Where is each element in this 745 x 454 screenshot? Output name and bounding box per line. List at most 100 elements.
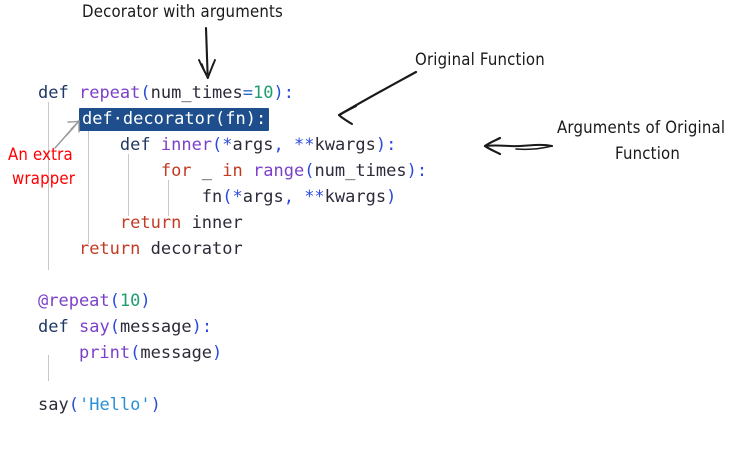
code-token: ( — [304, 161, 315, 181]
code-token: ( — [222, 187, 233, 207]
code-token: : — [201, 317, 213, 337]
code-token: decorator — [150, 239, 243, 259]
code-token — [243, 161, 253, 181]
code-token — [151, 135, 161, 155]
code-indent — [38, 187, 202, 207]
indent-guide-say — [48, 355, 49, 381]
code-token: 'Hello' — [78, 395, 151, 415]
code-span: def repeat(num_times=10): — [38, 83, 294, 103]
code-token: kwargs — [324, 187, 387, 207]
code-token: ) — [273, 83, 284, 103]
code-token: def — [38, 317, 69, 337]
annotation-original-function: Original Function — [415, 50, 545, 70]
code-token: * — [222, 135, 233, 155]
code-token: ** — [293, 135, 315, 155]
code-token: args — [232, 135, 274, 155]
line-print[interactable]: print(message) — [38, 340, 427, 366]
code-token — [69, 83, 79, 103]
code-token: num_times — [150, 83, 243, 103]
code-token: say — [78, 317, 110, 337]
code-span: say('Hello') — [38, 395, 161, 415]
code-token: ) — [150, 395, 161, 415]
line-def-say[interactable]: def say(message): — [38, 314, 427, 340]
code-token: ( — [109, 317, 120, 337]
code-token: @repeat — [38, 291, 110, 311]
indent-guide-2 — [88, 128, 89, 244]
code-token: , — [273, 135, 294, 155]
indent-guide-4 — [168, 180, 169, 216]
line-def-inner[interactable]: def inner(*args, **kwargs): — [38, 132, 427, 158]
code-token: return — [119, 213, 182, 233]
line-for-loop[interactable]: for _ in range(num_times): — [38, 158, 427, 184]
code-token: def — [38, 83, 69, 103]
code-token: : — [416, 161, 428, 181]
code-indent — [38, 109, 79, 129]
code-token: fn — [201, 187, 223, 207]
code-token: def — [119, 135, 151, 155]
code-token: ) — [191, 317, 202, 337]
code-token: fn — [225, 109, 246, 129]
annotation-arguments-of-original-function-line1: Arguments of Original — [557, 118, 726, 138]
code-token: print — [78, 343, 131, 363]
indent-guide-1 — [48, 102, 49, 270]
code-span: print(message) — [79, 343, 222, 363]
code-token: return — [78, 239, 141, 259]
code-token: · — [112, 109, 123, 129]
code-span: return decorator — [79, 239, 243, 259]
code-token: * — [232, 187, 243, 207]
code-token: ) — [140, 291, 151, 311]
code-token: message — [140, 343, 213, 363]
code-indent — [38, 239, 79, 259]
code-token: message — [119, 317, 192, 337]
code-token: num_times — [314, 161, 407, 181]
code-token: ) — [245, 109, 257, 129]
code-token — [69, 317, 79, 337]
code-token: def — [81, 109, 113, 129]
code-token: in — [222, 161, 243, 181]
line-blank-2[interactable] — [38, 366, 427, 392]
line-def-repeat[interactable]: def repeat(num_times=10): — [38, 80, 427, 106]
code-block[interactable]: def repeat(num_times=10): def·decorator(… — [38, 80, 427, 418]
code-token: kwargs — [314, 135, 376, 155]
code-token: ( — [212, 135, 223, 155]
line-return-decorator[interactable]: return decorator — [38, 236, 427, 262]
code-token: inner — [160, 135, 213, 155]
code-token: say — [38, 395, 69, 415]
indent-guide-3 — [128, 154, 129, 216]
code-token: range — [253, 161, 305, 181]
code-token: ( — [130, 343, 141, 363]
code-token: ** — [304, 187, 325, 207]
code-token: ) — [386, 187, 397, 207]
selected-code-span: def·decorator(fn): — [78, 108, 270, 131]
code-token: _ — [191, 161, 223, 181]
code-token: ( — [215, 109, 226, 129]
code-span: def say(message): — [38, 317, 212, 337]
code-span: fn(*args, **kwargs) — [202, 187, 397, 207]
code-token: : — [283, 83, 294, 103]
code-token: ( — [140, 83, 151, 103]
code-token: ( — [68, 395, 79, 415]
line-fn-call[interactable]: fn(*args, **kwargs) — [38, 184, 427, 210]
line-decorator-usage[interactable]: @repeat(10) — [38, 288, 427, 314]
arrow-down-to-repeat — [198, 26, 216, 79]
code-token: decorator — [122, 109, 216, 129]
annotation-an-extra-wrapper-line1: An extra — [8, 145, 73, 165]
code-token: : — [386, 135, 397, 155]
annotation-an-extra-wrapper-line2: wrapper — [12, 169, 76, 189]
code-token — [140, 239, 150, 259]
code-token: ) — [212, 343, 223, 363]
code-token: 10 — [253, 83, 274, 103]
arrow-to-kwargs — [483, 136, 553, 156]
line-say-call[interactable]: say('Hello') — [38, 392, 427, 418]
line-def-decorator[interactable]: def·decorator(fn): — [38, 106, 427, 132]
code-token: args — [242, 187, 284, 207]
code-token: repeat — [78, 83, 141, 103]
code-token: ) — [406, 161, 417, 181]
code-token: for — [160, 161, 192, 181]
line-blank-1[interactable] — [38, 262, 427, 288]
line-return-inner[interactable]: return inner — [38, 210, 427, 236]
code-indent — [38, 213, 120, 233]
code-token: inner — [191, 213, 243, 233]
code-token: ( — [109, 291, 120, 311]
